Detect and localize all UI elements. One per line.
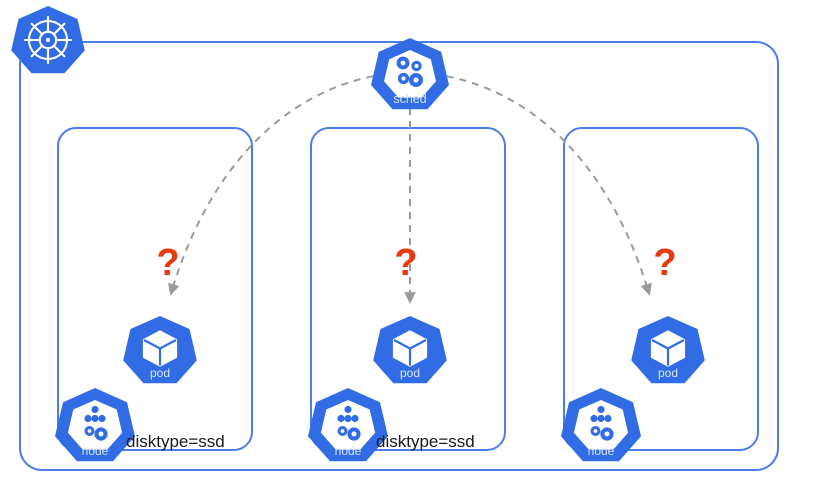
scheduler-label: sched: [393, 92, 426, 106]
scheduling-arrow-left: [168, 73, 387, 296]
node-label-3: node: [588, 444, 615, 458]
node-box-1: [57, 127, 253, 451]
node-icon-2: node: [308, 388, 388, 462]
pod-icon-3: pod: [631, 316, 705, 384]
pod-label-1: pod: [150, 366, 170, 380]
question-mark-3: ?: [653, 242, 676, 284]
node-label-2: node: [335, 444, 362, 458]
scheduling-arrow-right: [433, 73, 652, 296]
pod-label-2: pod: [400, 366, 420, 380]
cube-icon: [392, 330, 428, 367]
cube-icon: [142, 330, 178, 367]
node-icon-3: node: [561, 388, 641, 462]
node-box-3: [563, 127, 759, 451]
helm-wheel-icon: [23, 15, 73, 65]
node-label-1: node: [82, 444, 109, 458]
question-mark-2: ?: [394, 242, 417, 284]
node-selector-label-1: disktype=ssd: [126, 432, 225, 451]
node-inner-heptagon-1: [67, 400, 123, 450]
scheduler-icon: sched: [371, 38, 449, 110]
node-gears-icon: [337, 405, 361, 441]
node-box-2: [310, 127, 506, 451]
node-inner-heptagon-2: [320, 400, 376, 450]
node-inner-heptagon-3: [573, 400, 629, 450]
node-gears-icon: [590, 405, 614, 441]
pod-icon-1: pod: [123, 316, 197, 384]
cube-icon: [650, 330, 686, 367]
kubernetes-logo: [11, 6, 85, 74]
pod-icon-2: pod: [373, 316, 447, 384]
node-gears-icon: [84, 405, 108, 441]
node-icon-1: node: [55, 388, 135, 462]
node-selector-label-2: disktype=ssd: [376, 432, 475, 451]
gears-icon: [396, 56, 423, 87]
cluster-container: [19, 41, 779, 471]
pod-label-3: pod: [658, 366, 678, 380]
question-mark-1: ?: [156, 242, 179, 284]
